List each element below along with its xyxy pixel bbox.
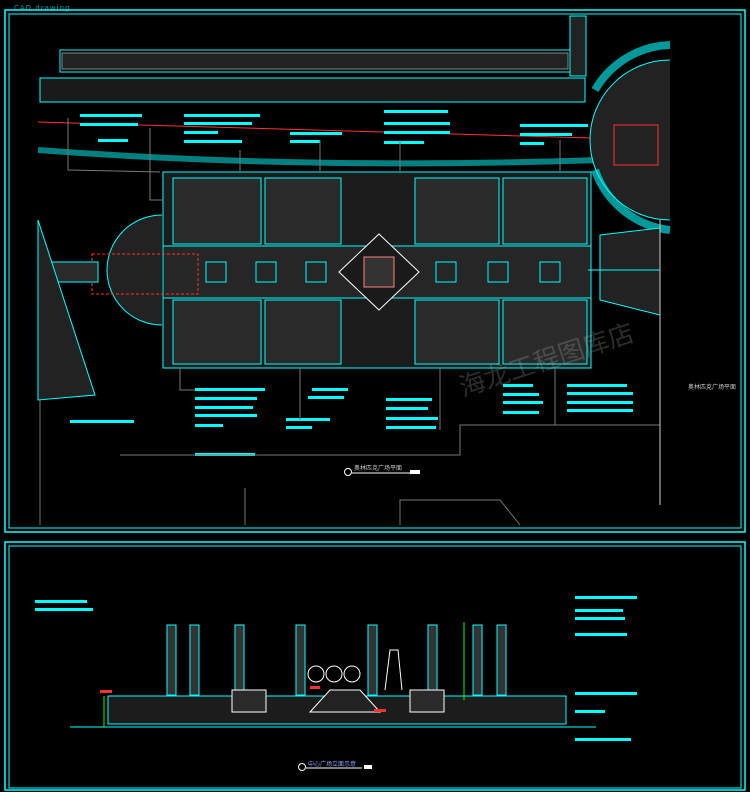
road-band [37, 147, 601, 167]
red-boundary-line [37, 121, 661, 141]
plan-inner-frame [8, 13, 742, 529]
plan-frame [4, 9, 746, 533]
elevation-title-marker [298, 763, 306, 771]
drawing-header: CAD drawing [14, 4, 71, 12]
plan-side-label: 奥林匹克广场平面 [688, 384, 737, 391]
leader-lines [39, 118, 660, 526]
left-circular-plaza [37, 214, 199, 401]
elevation-frame [4, 541, 746, 791]
annotation-bars [70, 110, 633, 456]
plan-title: 奥林匹克广场平面 [354, 465, 403, 472]
top-planter-strip [39, 15, 587, 103]
central-plaza [162, 171, 592, 369]
plan-title-marker [344, 468, 352, 476]
elevation-title: 中心广场立面示意 [308, 761, 357, 768]
elevation-drawing [35, 596, 637, 771]
right-entry [599, 227, 661, 316]
elevation-inner-frame [8, 545, 742, 789]
right-circular-plaza [589, 41, 671, 234]
